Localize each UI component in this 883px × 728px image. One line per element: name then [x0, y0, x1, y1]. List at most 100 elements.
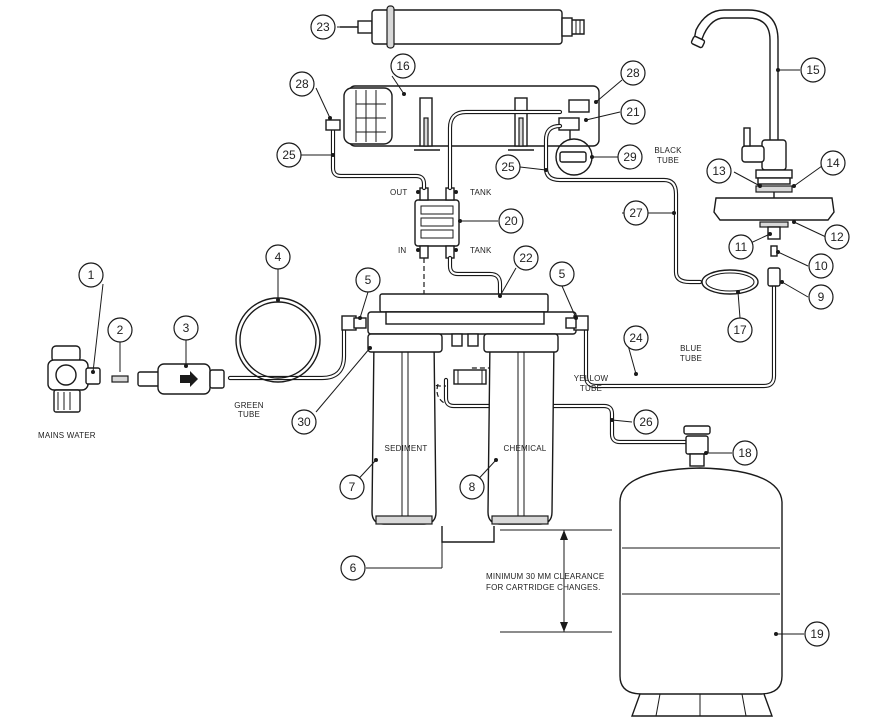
housing-elbows	[325, 119, 341, 131]
label-tank-bottom: TANK	[470, 246, 492, 255]
callout-5b: 5	[549, 261, 575, 287]
callout-30: 30	[291, 409, 317, 435]
green-tube-coil	[235, 297, 321, 383]
svg-text:10: 10	[814, 259, 828, 273]
callout-1: 1	[78, 262, 104, 288]
svg-text:21: 21	[626, 105, 640, 119]
label-blue-tube-1: BLUE	[680, 344, 702, 353]
callout-21: 21	[620, 99, 646, 125]
callout-26: 26	[633, 409, 659, 435]
callout-29: 29	[617, 144, 643, 170]
faucet-adapter-parts	[767, 245, 781, 287]
svg-text:14: 14	[826, 156, 840, 170]
mounting-bracket	[367, 293, 577, 335]
faucet-assembly	[690, 9, 835, 240]
callout-3: 3	[173, 315, 199, 341]
callout-7: 7	[339, 474, 365, 500]
callout-13: 13	[706, 158, 732, 184]
membrane-housing	[343, 85, 600, 151]
svg-text:6: 6	[350, 561, 357, 575]
svg-text:22: 22	[519, 251, 533, 265]
label-green-tube-2: TUBE	[238, 410, 260, 419]
label-tank-top: TANK	[470, 188, 492, 197]
svg-text:8: 8	[469, 480, 476, 494]
label-black-tube-2: TUBE	[657, 156, 679, 165]
callout-18: 18	[732, 440, 758, 466]
svg-text:15: 15	[806, 63, 820, 77]
label-clearance-2: FOR CARTRIDGE CHANGES.	[486, 583, 601, 592]
callout-6: 6	[340, 555, 366, 581]
svg-text:27: 27	[629, 206, 643, 220]
svg-text:7: 7	[349, 480, 356, 494]
svg-text:16: 16	[396, 59, 410, 73]
label-chemical: CHEMICAL	[504, 444, 547, 453]
svg-text:1: 1	[88, 268, 95, 282]
svg-text:25: 25	[282, 148, 296, 162]
callout-16: 16	[390, 53, 416, 79]
svg-text:29: 29	[623, 150, 637, 164]
svg-text:25: 25	[501, 160, 515, 174]
callout-14: 14	[820, 150, 846, 176]
svg-text:20: 20	[504, 214, 518, 228]
svg-text:5: 5	[365, 273, 372, 287]
label-sediment: SEDIMENT	[385, 444, 428, 453]
housing-spanner	[441, 526, 495, 543]
leader-dots	[91, 68, 796, 636]
inlet-connector	[111, 375, 129, 383]
mains-water-valve	[47, 345, 101, 413]
callout-4: 4	[265, 244, 291, 270]
callout-12: 12	[824, 224, 850, 250]
clearance-dimension	[500, 529, 612, 633]
callout-15: 15	[800, 57, 826, 83]
callout-9: 9	[808, 284, 834, 310]
svg-text:5: 5	[559, 267, 566, 281]
filter-housings	[367, 333, 559, 525]
svg-text:11: 11	[735, 240, 748, 254]
callout-22: 22	[513, 245, 539, 271]
svg-text:26: 26	[639, 415, 653, 429]
tank-valve	[683, 425, 711, 467]
membrane-spare	[340, 5, 585, 49]
callout-2: 2	[107, 317, 133, 343]
label-blue-tube-2: TUBE	[680, 354, 702, 363]
svg-text:24: 24	[629, 331, 643, 345]
svg-text:19: 19	[810, 627, 824, 641]
tube-clip-ring	[701, 269, 759, 295]
callout-25a: 25	[276, 142, 302, 168]
svg-text:17: 17	[733, 323, 747, 337]
callout-23: 23	[310, 14, 336, 40]
svg-text:2: 2	[117, 323, 124, 337]
svg-text:28: 28	[626, 66, 640, 80]
svg-text:13: 13	[712, 164, 726, 178]
callout-5a: 5	[355, 267, 381, 293]
label-mains-water: MAINS WATER	[38, 431, 96, 440]
svg-text:9: 9	[818, 290, 825, 304]
label-yellow-tube-1: YELLOW	[574, 374, 609, 383]
callout-19: 19	[804, 621, 830, 647]
callout-11: 11	[728, 234, 754, 260]
svg-text:18: 18	[738, 446, 752, 460]
callout-20: 20	[498, 208, 524, 234]
callout-28a: 28	[289, 71, 315, 97]
svg-text:23: 23	[316, 20, 330, 34]
label-black-tube-1: BLACK	[654, 146, 682, 155]
label-out: OUT	[390, 188, 408, 197]
callout-8: 8	[459, 474, 485, 500]
label-yellow-tube-2: TUBE	[580, 384, 602, 393]
callout-24: 24	[623, 325, 649, 351]
svg-text:4: 4	[275, 250, 282, 264]
svg-text:12: 12	[830, 230, 844, 244]
svg-text:30: 30	[297, 415, 311, 429]
elbow-fittings	[341, 315, 589, 331]
callout-17: 17	[727, 317, 753, 343]
svg-text:3: 3	[183, 321, 190, 335]
callout-10: 10	[808, 253, 834, 279]
label-in: IN	[398, 246, 406, 255]
label-clearance-1: MINIMUM 30 MM CLEARANCE	[486, 572, 604, 581]
callout-28b: 28	[620, 60, 646, 86]
label-green-tube-1: GREEN	[234, 401, 263, 410]
svg-text:28: 28	[295, 77, 309, 91]
storage-tank	[619, 467, 783, 717]
